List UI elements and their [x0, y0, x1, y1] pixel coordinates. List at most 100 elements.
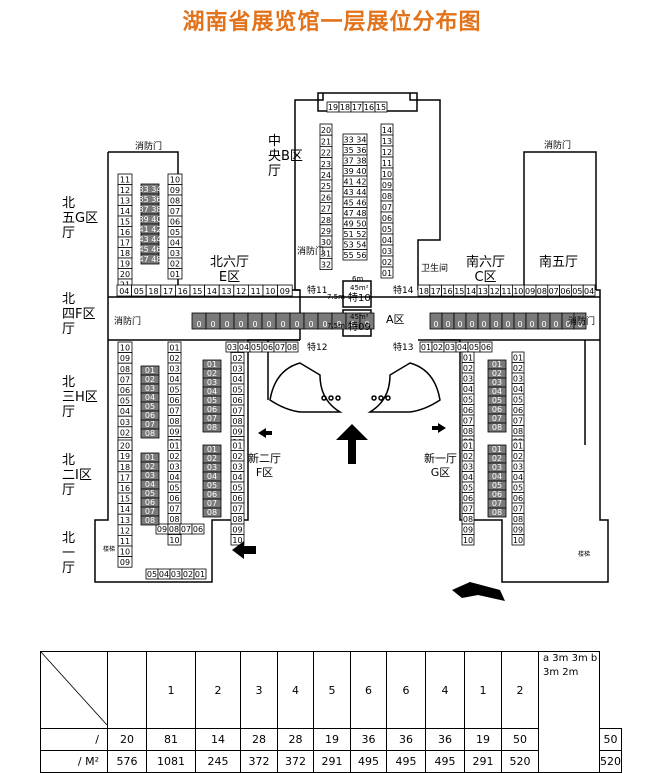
booth-number: 03	[492, 378, 502, 387]
dim-75-2: 7.5m	[327, 322, 345, 330]
booth-number: 08	[207, 423, 217, 432]
booth-number: 17	[352, 103, 362, 112]
booth-number: 06	[232, 494, 242, 503]
booth-number: 25	[321, 182, 331, 191]
booth-number: 07	[145, 507, 155, 516]
booth-number: 04	[207, 387, 217, 396]
booth-number: 10	[513, 287, 523, 296]
booth-number: 07	[170, 207, 180, 216]
booth-number: 05	[463, 484, 473, 493]
booth-number: 05	[145, 489, 155, 498]
hall-north5: 北 五G区 厅	[62, 196, 99, 241]
booth-number: 07	[463, 505, 473, 514]
booth-number: 02	[170, 260, 180, 269]
booth-number: 08	[537, 287, 547, 296]
booth-number: 03	[145, 384, 155, 393]
booth-number: 10	[120, 548, 130, 557]
row1-cell: 19	[464, 728, 502, 751]
booth-number: 08	[382, 192, 392, 201]
booth-number: 05	[207, 396, 217, 405]
booth-number: 07	[549, 287, 559, 296]
booth-number: 0	[517, 320, 522, 329]
booth-number: 0	[350, 320, 355, 329]
booth-number: 07	[207, 414, 217, 423]
booth-number: 17	[431, 287, 441, 296]
fire-door-north5: 消防门	[135, 142, 163, 152]
arrow-right-1	[432, 423, 446, 433]
booth-number: 08	[513, 427, 523, 436]
booth-number: 0	[541, 320, 546, 329]
booth-number: 04	[457, 343, 467, 352]
booth-number: 11	[382, 159, 392, 168]
row2-cell: 372	[277, 750, 314, 773]
booth-number: 11	[120, 537, 130, 546]
booth-number: 0	[322, 320, 327, 329]
booth-number: 0	[445, 320, 450, 329]
booth-number: 09	[382, 181, 392, 190]
row1-label: /	[40, 728, 108, 751]
hdr-cell-5: 4	[277, 651, 314, 729]
booth-number: 55 56	[344, 251, 367, 260]
booth-number: 05	[572, 287, 582, 296]
booth-number: 33 34	[344, 136, 367, 145]
booth-number: 13	[478, 287, 488, 296]
booth-number: 09	[280, 287, 290, 296]
booth-number: 05	[492, 396, 502, 405]
row1-cell: 14	[195, 728, 241, 751]
booth-number: 09	[170, 186, 180, 195]
booth-number: 16	[120, 484, 130, 493]
booth-number: 05	[251, 343, 261, 352]
booth-number: 47 48	[139, 255, 162, 264]
booth-number: 20	[120, 270, 130, 279]
booth-number: 0	[294, 320, 299, 329]
booth-number: 10	[513, 536, 523, 545]
booth-cell	[573, 312, 587, 330]
booth-number: 06	[382, 214, 392, 223]
booth-number: 06	[232, 396, 242, 405]
booth-number: 09	[232, 526, 242, 535]
booth-number: 08	[492, 423, 502, 432]
booth-number: 16	[120, 228, 130, 237]
booth-number: 15	[120, 495, 130, 504]
booth-number: 0	[577, 320, 582, 329]
booth-number: 15	[192, 287, 202, 296]
booth-number: 06	[463, 406, 473, 415]
hall-south5: 南五厅	[539, 255, 579, 270]
booth-cell	[202, 507, 222, 518]
booth-number: 02	[207, 454, 217, 463]
booth-number: 01	[195, 570, 205, 579]
booth-cell	[319, 257, 333, 270]
booth-number: 10	[232, 536, 242, 545]
booth-number: 08	[207, 508, 217, 517]
booth-number: 07	[207, 499, 217, 508]
booth-number: 0	[493, 320, 498, 329]
booth-number: 06	[560, 287, 570, 296]
booth-cell	[191, 523, 205, 535]
booth-number: 06	[481, 343, 491, 352]
booth-number: 01	[492, 445, 502, 454]
booth-number: 03	[169, 365, 179, 374]
booth-number: 41 42	[344, 178, 367, 187]
booth-number: 02	[382, 258, 392, 267]
booth-number: 43 44	[344, 188, 367, 197]
booth-number: 06	[492, 405, 502, 414]
booth-number: 39 40	[344, 167, 367, 176]
dim-6m: 6m	[352, 275, 364, 283]
booth-number: 07	[513, 505, 523, 514]
booth-number: 07	[463, 417, 473, 426]
row1-cell: 36	[425, 728, 465, 751]
entrance-right	[367, 362, 441, 413]
row2-cell: 495	[386, 750, 426, 773]
booth-number: 02	[232, 354, 242, 363]
booth-number: 0	[252, 320, 257, 329]
row2-cell: 1081	[146, 750, 196, 773]
page-title: 湖南省展览馆一层展位分布图	[182, 10, 482, 35]
booth-number: 35 36	[139, 195, 162, 204]
booth-number: 04	[169, 473, 179, 482]
booth-number: 05	[207, 481, 217, 490]
booth-number: 01	[513, 442, 523, 451]
booth-number: 05	[134, 287, 144, 296]
booth-number: 16	[364, 103, 374, 112]
booth-number: 31	[321, 249, 331, 258]
